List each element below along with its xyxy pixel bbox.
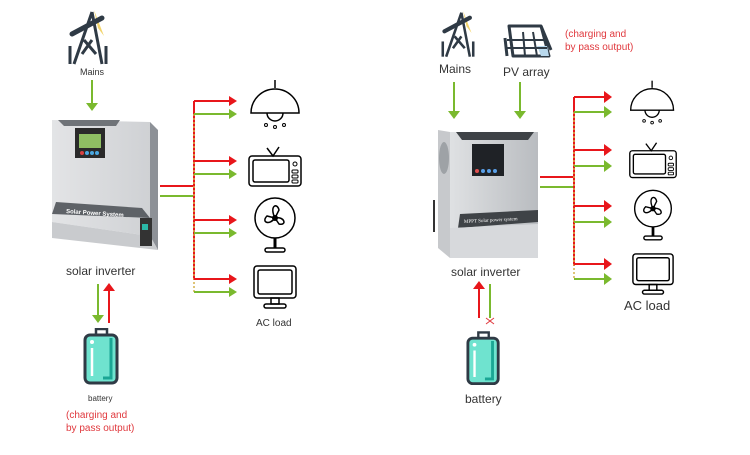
solar-panel-icon [503,24,553,58]
inverter-label: solar inverter [451,265,521,279]
ceiling-lamp-icon [630,80,675,125]
load-arrows [574,91,612,285]
power-tower-icon [441,11,475,58]
inverter-panel-text: Solar Power System [66,209,124,219]
pv-note-line1: (charging and [565,29,627,40]
pv-note-line2: by pass output) [565,42,634,53]
battery-note: (charging and by pass output) [66,409,134,435]
pv-array-label: PV array [503,65,550,79]
solar-inverter-right: MPPT Solar power system [433,130,538,258]
battery-icon [83,328,119,385]
television-icon [629,142,677,179]
pv-note: (charging and by pass output) [565,28,633,54]
inverter-panel-text: MPPT Solar power system [464,217,518,225]
battery-note-line1: (charging and [66,410,128,421]
fan-icon [633,189,673,241]
battery-note-line2: by pass output) [66,423,135,434]
battery-icon [466,331,500,386]
monitor-icon [632,253,674,295]
television-icon [248,146,302,187]
mains-label: Mains [80,67,105,77]
monitor-icon [253,265,297,309]
solar-inverter-left: Solar Power System [52,120,158,250]
inverter-label: solar inverter [66,264,136,278]
battery-label: battery [465,392,502,406]
mains-label: Mains [439,62,472,76]
load-arrows [194,96,237,297]
ac-load-label: AC load [256,318,292,329]
battery-label: battery [88,394,113,403]
ac-load-label: AC load [624,298,671,313]
ceiling-lamp-icon [250,80,300,129]
blocked-x-icon [485,317,495,325]
fan-icon [254,197,296,253]
power-tower-icon [68,10,108,65]
